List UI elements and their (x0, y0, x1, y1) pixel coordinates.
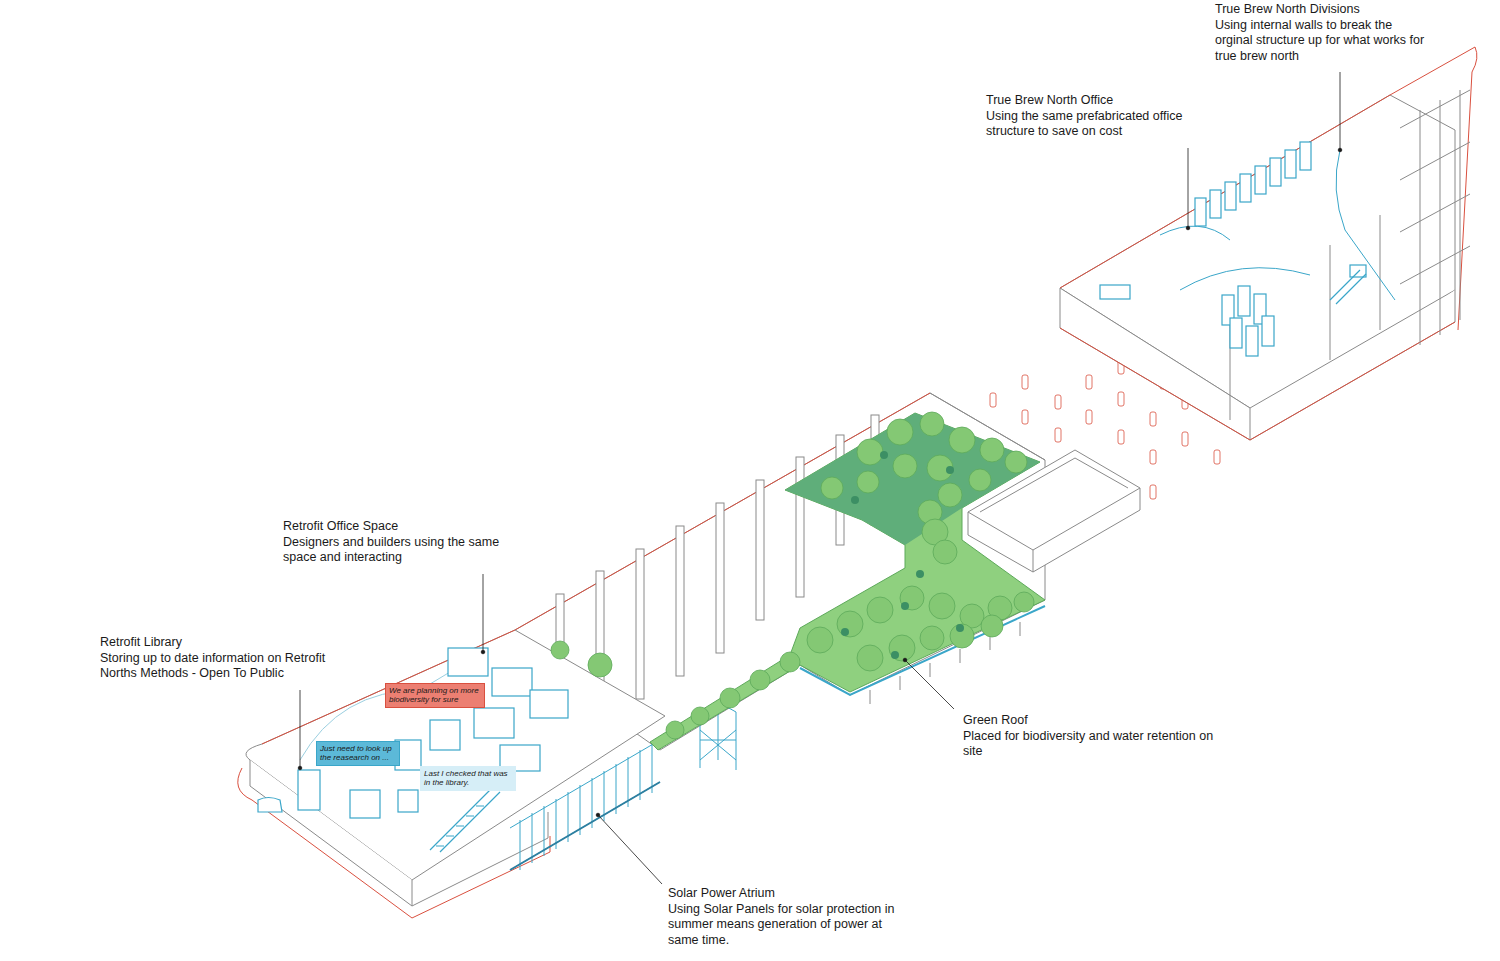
speech-bubble: Last I checked that was in the library. (420, 766, 516, 791)
bubble-text: We are planning on more biodiversity for… (389, 686, 481, 704)
bubble-text: Last I checked that was in the library. (424, 769, 512, 787)
green-roof (551, 412, 1045, 750)
speech-bubble: We are planning on more biodiversity for… (385, 683, 485, 708)
annotation-body: Using internal walls to break the orgina… (1215, 18, 1430, 65)
right-office-pods (1100, 142, 1366, 356)
left-building (238, 630, 665, 918)
annotation-body: Using Solar Panels for solar protection … (668, 902, 913, 949)
annotation-body: Using the same prefabricated office stru… (986, 109, 1206, 140)
annotation-heading: True Brew North Divisions (1215, 2, 1475, 18)
solar-atrium (510, 740, 660, 870)
annotation-heading: Retrofit Library (100, 635, 355, 651)
speech-bubble: Just need to look up the reasearch on ..… (316, 741, 400, 766)
annotation-heading: Green Roof (963, 713, 1221, 729)
bubble-text: Just need to look up the reasearch on ..… (320, 744, 396, 762)
annotation-body: Placed for biodiversity and water retent… (963, 729, 1221, 760)
annotation-body: Storing up to date information on Retrof… (100, 651, 355, 682)
box-volume (968, 450, 1140, 572)
annotation-heading: Solar Power Atrium (668, 886, 913, 902)
annotation-heading: Retrofit Office Space (283, 519, 523, 535)
annotation-body: Designers and builders using the same sp… (283, 535, 518, 566)
leader-lines (298, 72, 1342, 884)
right-building (1060, 47, 1477, 440)
annotation-heading: True Brew North Office (986, 93, 1206, 109)
